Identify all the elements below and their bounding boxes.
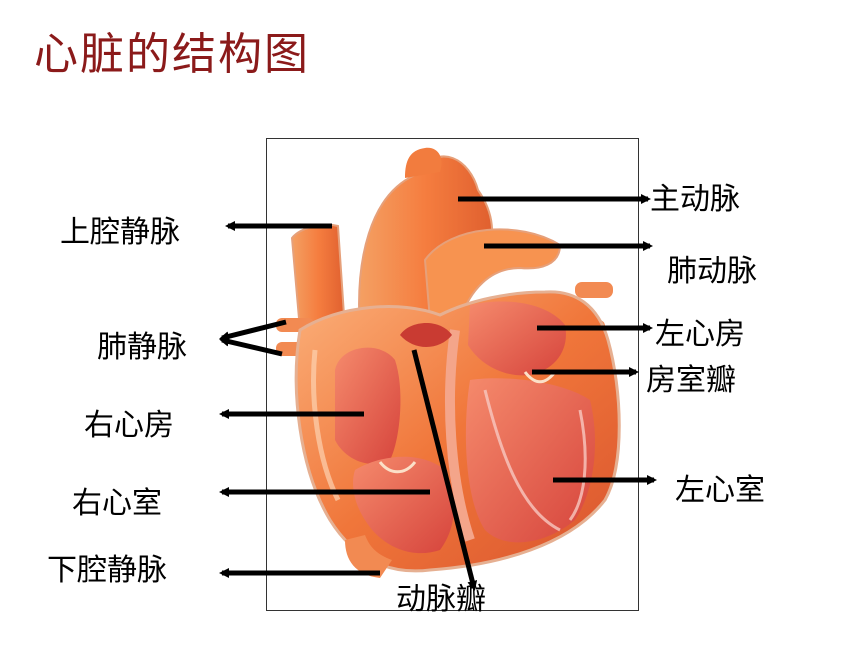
arrow-pulmonary-vein-1 <box>219 319 287 342</box>
heart-illustration <box>276 147 621 578</box>
label-pulmonary-vein: 肺静脉 <box>97 330 187 365</box>
page-title: 心脏的结构图 <box>34 29 310 80</box>
label-right-atrium: 右心房 <box>84 408 174 443</box>
label-right-ventricle: 右心室 <box>72 486 162 521</box>
label-left-atrium: 左心房 <box>655 317 745 352</box>
pointer-arrows <box>219 194 657 591</box>
label-superior-vena-cava: 上腔静脉 <box>60 215 180 250</box>
label-left-ventricle: 左心室 <box>675 473 765 508</box>
arrow-pulmonary-vein-2 <box>219 336 283 357</box>
label-arterial-valve: 动脉瓣 <box>396 582 486 617</box>
label-aorta: 主动脉 <box>650 182 740 217</box>
arrow-arterial-valve <box>411 349 478 591</box>
label-pulmonary-artery: 肺动脉 <box>667 254 757 289</box>
label-inferior-vena-cava: 下腔静脉 <box>47 553 167 588</box>
label-av-valve: 房室瓣 <box>646 363 736 398</box>
